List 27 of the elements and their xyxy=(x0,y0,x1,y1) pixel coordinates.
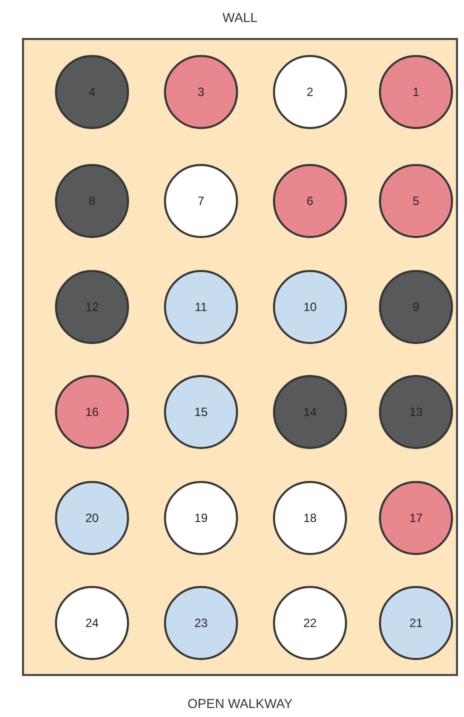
seat-circle: 5 xyxy=(379,164,453,238)
seat-circle: 11 xyxy=(164,270,238,344)
seat-circle: 1 xyxy=(379,55,453,129)
seat-circle: 18 xyxy=(273,481,347,555)
floor-area xyxy=(22,38,458,676)
seat-circle: 4 xyxy=(55,55,129,129)
seat-circle: 3 xyxy=(164,55,238,129)
seat-circle: 22 xyxy=(273,586,347,660)
seat-circle: 16 xyxy=(55,375,129,449)
walkway-label: OPEN WALKWAY xyxy=(188,696,292,711)
seat-circle: 19 xyxy=(164,481,238,555)
seat-circle: 15 xyxy=(164,375,238,449)
seat-circle: 21 xyxy=(379,586,453,660)
seat-circle: 23 xyxy=(164,586,238,660)
seat-circle: 6 xyxy=(273,164,347,238)
seat-circle: 9 xyxy=(379,270,453,344)
seat-circle: 13 xyxy=(379,375,453,449)
seat-circle: 2 xyxy=(273,55,347,129)
seat-circle: 17 xyxy=(379,481,453,555)
seat-circle: 12 xyxy=(55,270,129,344)
seat-circle: 7 xyxy=(164,164,238,238)
seat-circle: 24 xyxy=(55,586,129,660)
seat-circle: 14 xyxy=(273,375,347,449)
wall-label: WALL xyxy=(222,10,258,25)
seat-circle: 8 xyxy=(55,164,129,238)
seat-circle: 20 xyxy=(55,481,129,555)
seat-circle: 10 xyxy=(273,270,347,344)
